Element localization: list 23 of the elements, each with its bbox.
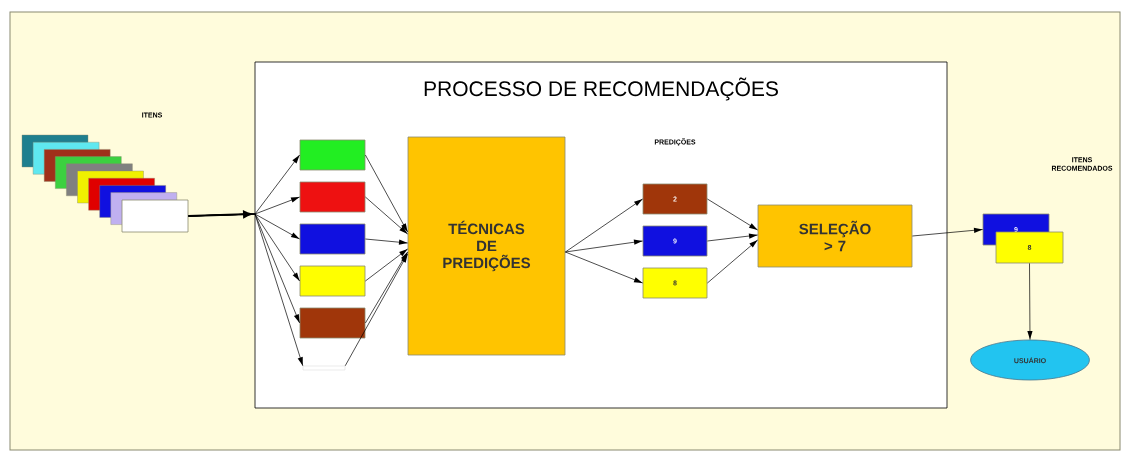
arrow: [344, 253, 408, 367]
arrow: [707, 239, 758, 284]
arrow: [912, 227, 983, 237]
item-box: [299, 307, 366, 339]
technique-box: TÉCNICAS DE PREDIÇÕES: [407, 136, 566, 356]
arrow: [707, 198, 758, 231]
item-box: [299, 223, 366, 255]
arrow: [365, 248, 408, 282]
item-box: [299, 265, 366, 297]
arrow: [365, 154, 408, 233]
arrow: [1027, 263, 1033, 340]
item-card: [121, 199, 189, 233]
arrow: [365, 238, 408, 245]
arrow: [365, 196, 408, 235]
selection-box: SELEÇÃO > 7: [757, 204, 913, 268]
arrow: [187, 210, 252, 219]
arrow: [707, 233, 758, 242]
arrow: [565, 251, 643, 284]
arrow: [565, 239, 643, 253]
item-box: [302, 365, 346, 371]
item-box: [299, 139, 366, 171]
item-box: [299, 181, 366, 213]
arrow: [565, 198, 643, 253]
